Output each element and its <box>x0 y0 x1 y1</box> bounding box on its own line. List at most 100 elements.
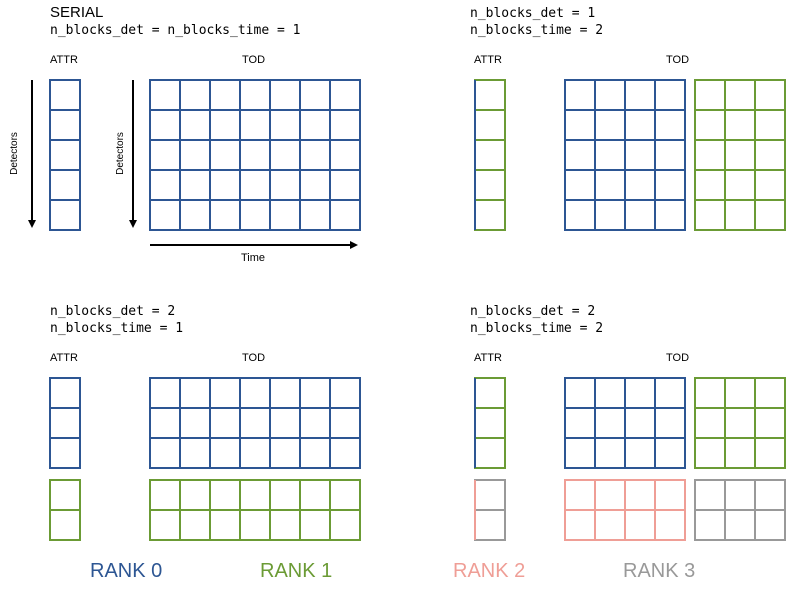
panel1-tod-grid-cell <box>239 169 271 201</box>
panel2-tod-grid-rank0-cell <box>594 79 626 111</box>
panel1-tod-grid-cell <box>179 199 211 231</box>
panel4-tod-grid-rank1-cell <box>754 377 786 409</box>
panel4-attr-grid-top-cell <box>474 407 506 439</box>
panel3-attr-grid-rank0-cell <box>49 437 81 469</box>
serial-config: n_blocks_det = n_blocks_time = 1 <box>50 23 301 38</box>
panel3-tod-grid-rank1-cell <box>329 479 361 511</box>
panel1-attr-label: ATTR <box>50 54 78 66</box>
panel1-tod-grid-cell <box>299 169 331 201</box>
panel3-config-det: n_blocks_det = 2 <box>50 304 176 319</box>
panel1-tod-grid-cell <box>149 139 181 171</box>
panel4-tod-grid-rank1-cell <box>724 377 756 409</box>
panel1-tod-grid-cell <box>149 109 181 141</box>
panel2-tod-grid-rank0-cell <box>624 139 656 171</box>
panel4-tod-grid-rank1-cell <box>754 407 786 439</box>
panel1-tod-grid-cell <box>239 109 271 141</box>
panel4-attr-grid-top-cell <box>474 437 506 469</box>
panel1-tod-grid-cell <box>209 169 241 201</box>
legend-rank-2: RANK 2 <box>453 560 526 582</box>
panel3-attr-grid-rank0-cell <box>49 407 81 439</box>
panel3-tod-grid-rank0-cell <box>149 437 181 469</box>
panel4-tod-grid-rank0-cell <box>564 377 596 409</box>
panel2-attr-grid-cell <box>474 79 506 111</box>
panel4-tod-grid-rank1-cell <box>694 377 726 409</box>
panel2-tod-grid-rank0-cell <box>624 79 656 111</box>
panel1-tod-grid-cell <box>329 199 361 231</box>
legend-rank-3: RANK 3 <box>623 560 696 582</box>
panel3-attr-grid-rank0 <box>49 377 81 469</box>
panel2-tod-grid-rank0-cell <box>564 109 596 141</box>
panel3-tod-grid-rank1-cell <box>149 509 181 541</box>
panel2-tod-grid-rank1-cell <box>724 79 756 111</box>
panel4-attr-label: ATTR <box>474 352 502 364</box>
panel3-tod-label: TOD <box>242 352 266 364</box>
panel3-tod-grid-rank0-cell <box>269 407 301 439</box>
panel1-tod-grid-cell <box>269 109 301 141</box>
panel2-config-time: n_blocks_time = 2 <box>470 23 604 38</box>
panel4-tod-grid-rank0-cell <box>654 377 686 409</box>
panel3-tod-grid-rank0-cell <box>299 437 331 469</box>
panel4-tod-grid-rank2-cell <box>594 509 626 541</box>
panel3-tod-grid-rank1-cell <box>179 509 211 541</box>
panel1-attr-grid-cell <box>49 109 81 141</box>
panel2-attr-grid <box>474 79 506 231</box>
panel2-tod-grid-rank0-cell <box>594 199 626 231</box>
panel2-tod-grid-rank0-cell <box>624 199 656 231</box>
panel3-tod-grid-rank0-cell <box>179 377 211 409</box>
panel1-tod-grid-cell <box>179 109 211 141</box>
panel3-tod-grid-rank0-cell <box>299 407 331 439</box>
panel4-tod-grid-rank3 <box>694 479 786 541</box>
panel4-tod-grid-rank1-cell <box>724 437 756 469</box>
panel3-tod-grid-rank1-cell <box>299 479 331 511</box>
panel2-tod-grid-rank0-cell <box>594 109 626 141</box>
panel2-tod-grid-rank1-cell <box>724 199 756 231</box>
panel2-tod-grid-rank1-cell <box>724 139 756 171</box>
panel3-tod-grid-rank0-cell <box>239 437 271 469</box>
panel3-config-time: n_blocks_time = 1 <box>50 321 184 336</box>
panel3-tod-grid-rank0-cell <box>239 377 271 409</box>
panel4-tod-grid-rank1 <box>694 377 786 469</box>
panel1-tod-label: TOD <box>242 54 266 66</box>
panel2-tod-grid-rank1-cell <box>694 79 726 111</box>
legend-rank-1: RANK 1 <box>260 560 333 582</box>
panel1-tod-grid-cell <box>269 139 301 171</box>
panel3-attr-grid-rank1 <box>49 479 81 541</box>
panel1-tod-grid-cell <box>299 79 331 111</box>
panel3-tod-grid-rank1 <box>149 479 361 541</box>
panel3-tod-grid-rank0-cell <box>149 407 181 439</box>
panel3-tod-grid-rank0-cell <box>149 377 181 409</box>
panel2-tod-grid-rank1-cell <box>724 169 756 201</box>
panel3-tod-grid-rank0-cell <box>299 377 331 409</box>
panel1-tod-grid-cell <box>239 139 271 171</box>
panel2-tod-grid-rank0-cell <box>654 169 686 201</box>
panel2-tod-grid-rank1-cell <box>724 109 756 141</box>
panel4-attr-grid-bottom-cell <box>474 509 506 541</box>
panel1-tod-grid-cell <box>299 199 331 231</box>
panel3-tod-grid-rank0 <box>149 377 361 469</box>
panel2-tod-grid-rank0-cell <box>564 169 596 201</box>
panel4-tod-grid-rank3-cell <box>754 509 786 541</box>
panel2-tod-grid-rank1-cell <box>694 109 726 141</box>
panel4-tod-grid-rank0-cell <box>654 437 686 469</box>
panel4-tod-grid-rank1-cell <box>754 437 786 469</box>
panel1-tod-grid-cell <box>209 79 241 111</box>
panel4-attr-grid-bottom <box>474 479 506 541</box>
panel1-tod-grid-cell <box>209 199 241 231</box>
panel3-tod-grid-rank1-cell <box>149 479 181 511</box>
panel4-tod-label: TOD <box>666 352 690 364</box>
panel3-tod-grid-rank1-cell <box>179 479 211 511</box>
panel3-tod-grid-rank1-cell <box>239 479 271 511</box>
panel4-tod-grid-rank1-cell <box>694 407 726 439</box>
panel4-tod-grid-rank0-cell <box>624 377 656 409</box>
panel2-tod-grid-rank0-cell <box>594 169 626 201</box>
panel3-tod-grid-rank0-cell <box>329 377 361 409</box>
panel4-tod-grid-rank2-cell <box>654 509 686 541</box>
panel1-tod-grid-cell <box>179 139 211 171</box>
panel4-tod-grid-rank0-cell <box>564 437 596 469</box>
panel2-tod-grid-rank1-cell <box>754 79 786 111</box>
panel1-tod-grid-cell <box>239 199 271 231</box>
panel3-tod-grid-rank0-cell <box>269 437 301 469</box>
panel1-tod-grid <box>149 79 361 231</box>
panel1-tod-grid-cell <box>329 79 361 111</box>
panel1-tod-grid-cell <box>329 139 361 171</box>
